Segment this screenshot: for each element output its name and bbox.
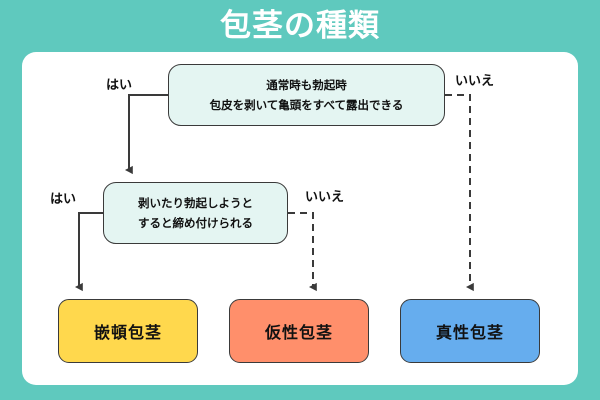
question-node-1[interactable]: 通常時も勃起時 包皮を剥いて亀頭をすべて露出できる (168, 64, 445, 126)
question-node-2[interactable]: 剥いたり勃起しようと すると締め付けられる (103, 182, 288, 244)
edge-label-q1-no: いいえ (455, 74, 495, 89)
result-node-kasei[interactable]: 仮性包茎 (229, 299, 369, 363)
edge-q2-yes (75, 212, 103, 292)
result-node-kanton[interactable]: 嵌頓包茎 (58, 299, 198, 363)
result-node-shinsei[interactable]: 真性包茎 (400, 299, 540, 363)
edge-q1-no (445, 94, 474, 292)
edge-q1-yes (125, 94, 168, 175)
question-2-line-2: すると締め付けられる (138, 216, 253, 230)
edge-label-q2-yes: はい (50, 192, 77, 207)
question-2-line-1: 剥いたり勃起しようと (138, 195, 253, 210)
edge-label-q2-no: いいえ (305, 190, 345, 205)
edge-label-q1-yes: はい (106, 78, 133, 93)
question-1-line-2: 包皮を剥いて亀頭をすべて露出できる (209, 98, 404, 112)
question-1-line-1: 通常時も勃起時 (266, 77, 347, 92)
page-title: 包茎の種類 (220, 8, 380, 44)
edge-q2-no (288, 212, 317, 292)
